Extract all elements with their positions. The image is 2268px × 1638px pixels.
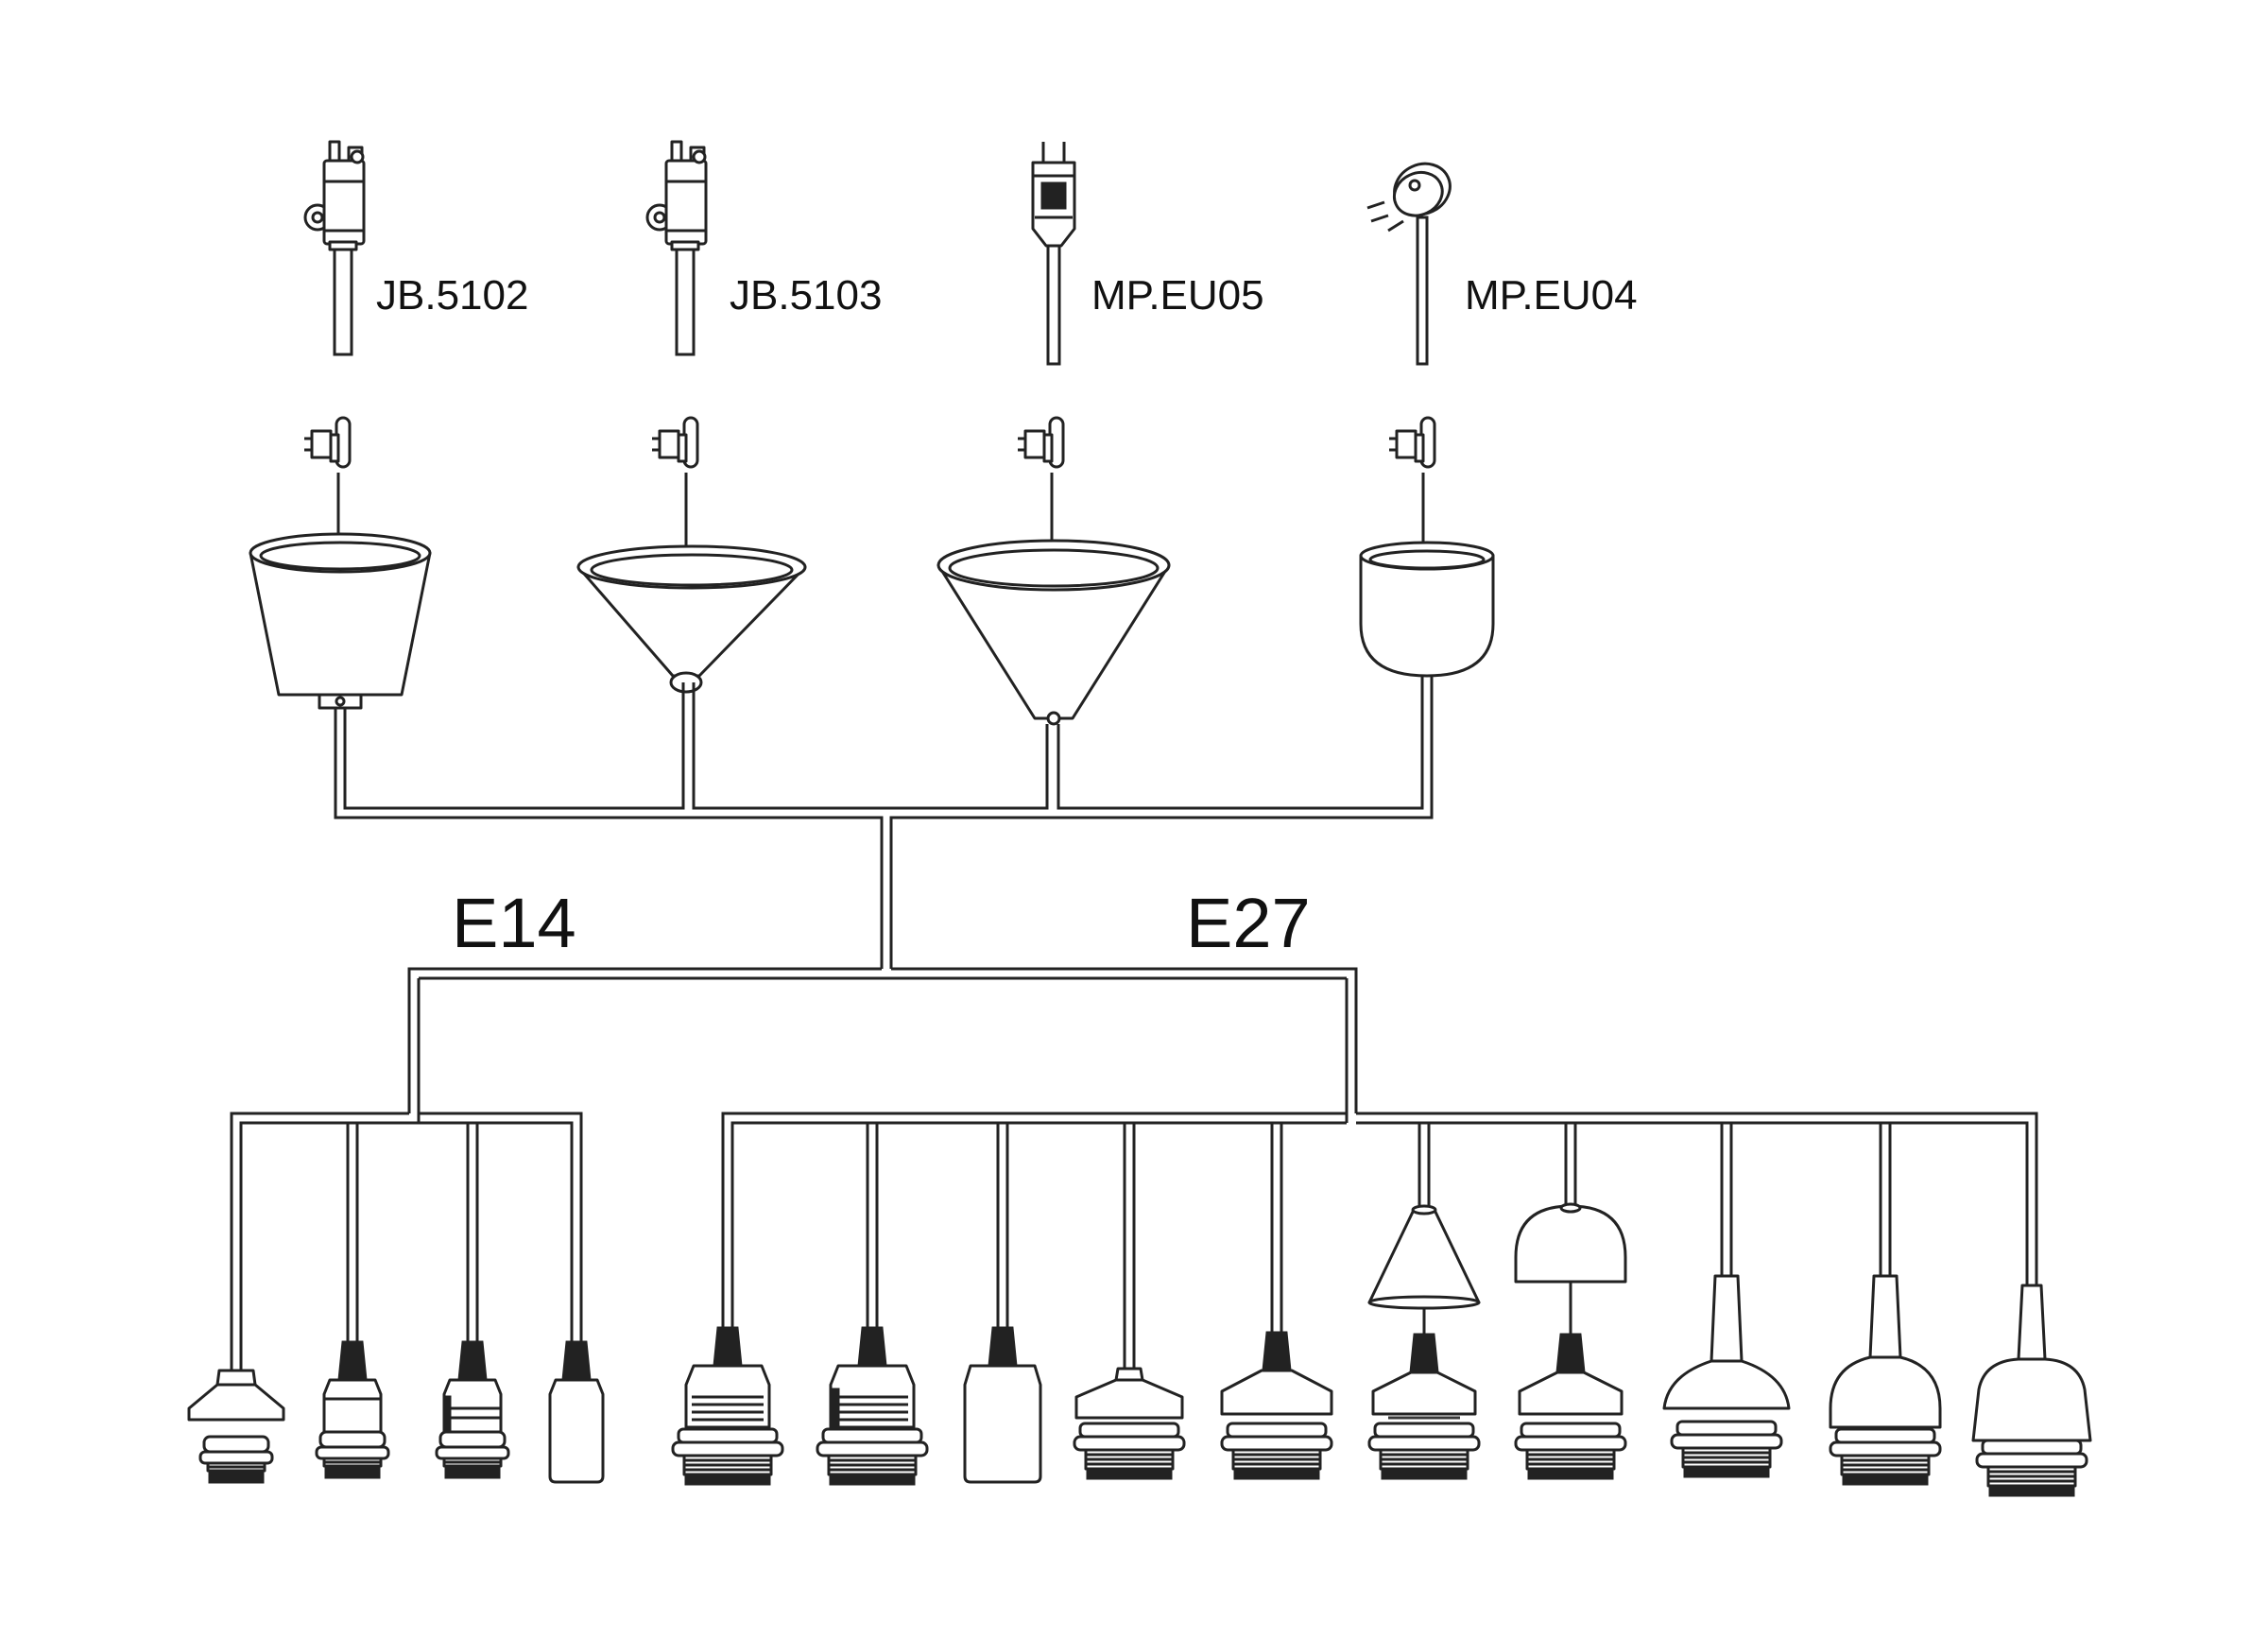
connector-label-mpeu04: MP.EU04 [1465,272,1638,319]
ceiling-hook-icon [302,416,352,486]
socket-e27-10 [1971,1284,2092,1497]
e14-socket-threaded-icon [315,1340,390,1479]
e27-socket-flat-hood-icon [1662,1274,1791,1478]
e27-socket-bell-hood-icon [1971,1284,2092,1497]
socket-e27-9 [1829,1274,1942,1486]
socket-e27-5 [1220,1331,1333,1480]
round-plug-icon [1366,153,1460,366]
ceiling-hook-icon [1016,416,1065,486]
e27-socket-threaded-icon [816,1326,929,1486]
connector-mpeu05: MP.EU05 [1031,140,1264,366]
dome-canopy-icon [1359,554,1495,678]
e14-socket-smooth-icon [548,1340,605,1484]
canopy-dome [1359,416,1495,678]
socket-e14-4 [548,1340,605,1484]
connector-label-jb5102: JB.5102 [376,272,528,319]
socket-e27-3 [963,1326,1042,1484]
connector-mpeu04: MP.EU04 [1366,153,1638,366]
e14-socket-cap-icon [187,1369,285,1484]
socket-e27-1 [671,1326,784,1486]
ceiling-hook-icon [650,416,699,486]
connector-label-jb5103: JB.5103 [730,272,882,319]
canopy-deep-cone [936,416,1171,726]
e27-socket-threaded-icon [671,1326,784,1486]
e27-socket-dome-shade-icon [1514,1202,1627,1480]
e27-socket-smooth-icon [963,1326,1042,1484]
e27-socket-cap-icon [1073,1367,1186,1480]
canopy-cylinder [249,416,432,710]
e27-socket-cone-shade-icon [1367,1204,1481,1480]
canopy-cable-tree [334,676,1434,969]
socket-e27-7 [1514,1202,1627,1480]
e14-socket-threaded-icon [435,1340,510,1479]
connector-jb5103: JB.5103 [645,140,882,356]
connector-label-mpeu05: MP.EU05 [1091,272,1264,319]
socket-cable-tree [230,967,2038,1375]
socket-e14-1 [187,1369,285,1484]
schuko-plug-icon [1031,140,1076,366]
socket-e27-4 [1073,1367,1186,1480]
group-label-e27: E27 [1186,884,1311,962]
socket-e14-3 [435,1340,510,1479]
ceiling-hook-icon [1387,416,1436,486]
socket-e27-8 [1662,1274,1791,1478]
junction-box-icon [645,140,708,356]
socket-e27-2 [816,1326,929,1486]
socket-e27-6 [1367,1204,1481,1480]
e27-socket-round-hood-icon [1829,1274,1942,1486]
junction-box-icon [303,140,366,356]
cylinder-canopy-icon [249,551,432,697]
socket-e14-2 [315,1340,390,1479]
group-label-e14: E14 [452,884,576,962]
e27-socket-cap-icon [1220,1331,1333,1480]
connector-jb5102: JB.5102 [303,140,528,356]
canopy-flat-cone [576,416,807,694]
